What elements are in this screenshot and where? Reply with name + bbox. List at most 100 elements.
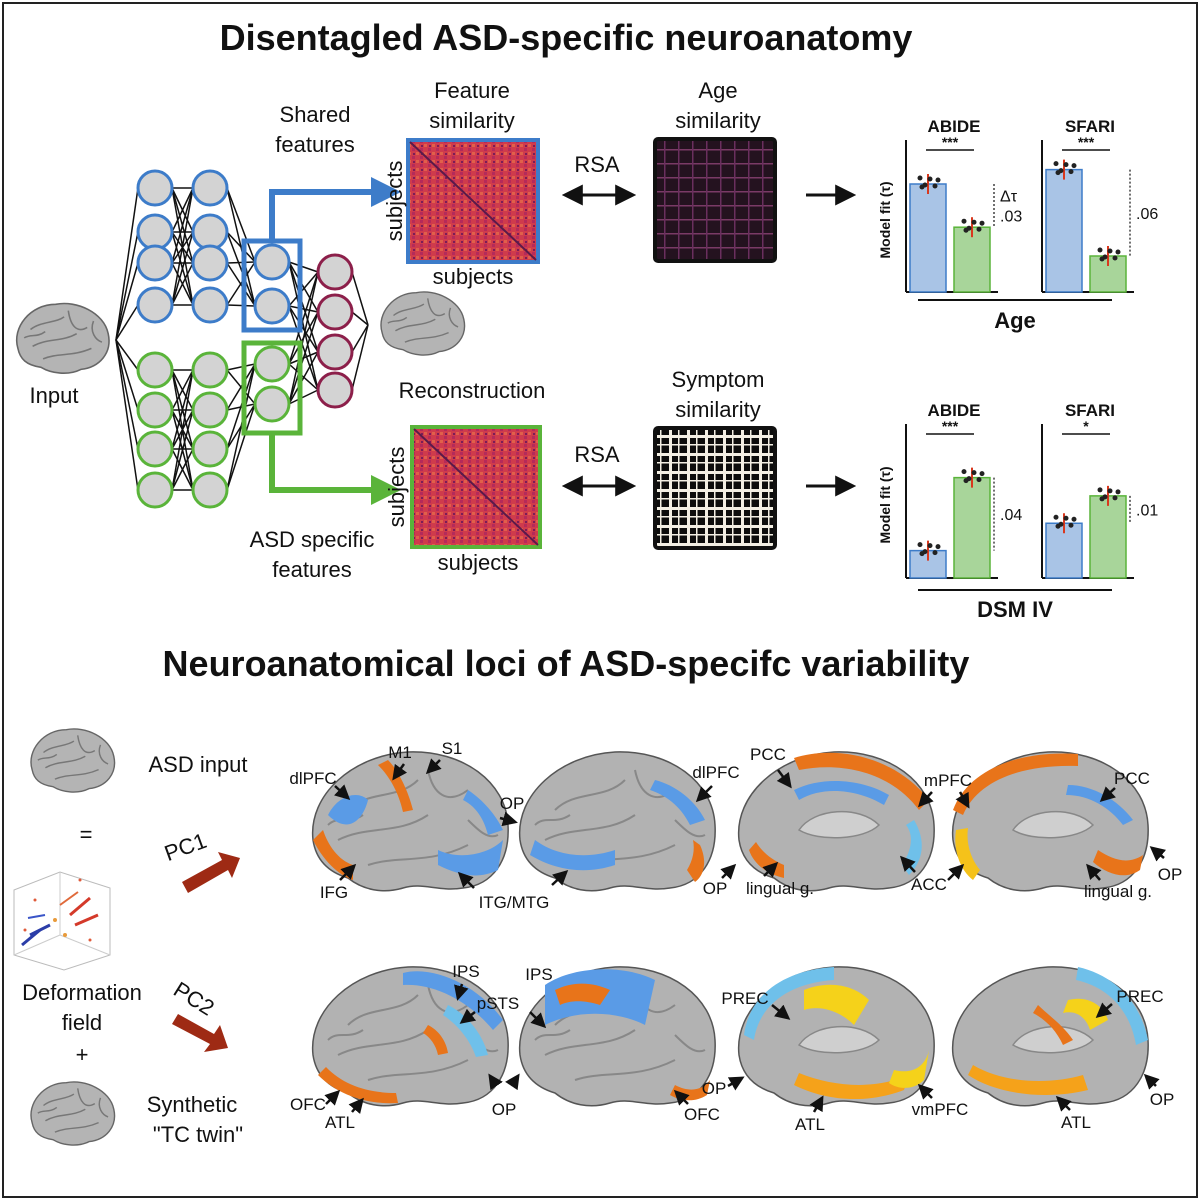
chart-y-label: Model fit (τ) [877,466,893,543]
chart-data-point [935,177,941,183]
chart-bar [953,226,991,293]
specific-latent-node [253,345,291,383]
chart-data-point [961,218,967,224]
network-edge [115,339,139,491]
network-edge [351,271,369,326]
specific-matrix-xlabel: subjects [438,550,519,575]
chart-data-point [919,551,925,557]
pc1-label-op-right: OP [1158,865,1183,884]
equals-sign: = [80,822,93,847]
chart-delta-symbol: Δτ [1000,189,1018,206]
chart-data-point [1071,516,1077,522]
pc2-left-lateral-brain [311,965,510,1107]
decoder-node [316,371,354,409]
bottom-title: Neuroanatomical loci of ASD-specifc vari… [163,643,970,684]
pc2-label-vmpfc: vmPFC [912,1100,969,1119]
network-edge [226,261,256,264]
pc1-label-dlpfc-right: dlPFC [692,763,739,782]
shared-matrix-diagonal [409,141,537,261]
pc1-label-lingual-left: lingual g. [746,879,814,898]
chart-data-point [1099,496,1105,502]
network-edge [351,324,369,391]
rsa-label-bottom: RSA [574,442,620,467]
specific-matrix-diagonal [413,428,539,546]
deformation-field-icon [13,871,111,971]
chart-data-point [1068,522,1074,528]
chart-significance-stars: *** [942,418,959,434]
chart-delta-value: .03 [1000,209,1022,226]
specific-encoder-node [191,471,229,509]
chart-delta-value: .04 [1000,507,1022,524]
chart-data-point [1053,161,1059,167]
chart-data-point [1063,515,1069,521]
chart-bar [953,476,991,579]
chart-title: ABIDE [928,117,981,136]
age-similarity-matrix [653,137,777,263]
network-edge [288,261,319,313]
chart-data-point [1099,256,1105,262]
chart-data-point [927,176,933,182]
network-edge [288,389,319,405]
chart-title: SFARI [1065,117,1115,136]
shared-encoder-node [191,213,229,251]
chart-data-point [1097,247,1103,253]
pc1-label-op-lateral: OP [500,794,525,813]
pc2-region-labels: IPS pSTS IPS OFC ATL OP OFC PREC OP ATL … [290,962,1174,1134]
network-nodes [136,169,354,509]
decoder-node [316,293,354,331]
chart-data-point [932,550,938,556]
network-edge [226,363,256,411]
shared-encoder-node [136,213,174,251]
chart-data-point [971,219,977,225]
network-edge [171,369,194,450]
network-edge [288,305,319,391]
chart-data-point [935,544,941,550]
network-edge [115,339,139,371]
network-edge [226,363,256,491]
shared-encoder-node [136,244,174,282]
chart-data-point [1107,488,1113,494]
chart-title: ABIDE [928,401,981,420]
network-edge [115,262,139,341]
network-edge [171,409,194,491]
feature-sim-label-line2: similarity [429,108,515,133]
chart-data-point [1068,169,1074,175]
specific-encoder-node [136,430,174,468]
shared-matrix-ylabel: subjects [382,161,407,242]
network-edge [171,369,194,411]
chart-data-point [1055,170,1061,176]
pc1-label-ifg: IFG [320,883,348,902]
pc2-left-medial-brain [737,966,935,1107]
chart-data-point [917,175,923,181]
pc1-label-lingual-right: lingual g. [1084,882,1152,901]
symptom-sim-label-line1: Symptom [672,367,765,392]
chart-panel: SFARI***.06 [1041,117,1158,293]
pc1-label-mpfc: mPFC [924,771,972,790]
network-edge [351,311,369,326]
pc1-label-pcc-left: PCC [750,745,786,764]
pc2-label-op-right: OP [1150,1090,1175,1109]
network-edge [288,305,319,313]
asd-input-label: ASD input [148,752,247,777]
decoder-node [316,333,354,371]
chart-significance-stars: * [1083,418,1089,434]
pc2-label-atl-left: ATL [325,1113,355,1132]
pc1-left-medial-brain [737,751,935,892]
chart-data-point [963,478,969,484]
pc2-label-ips-right: IPS [525,965,552,984]
chart-panel: ABIDE Model fit (τ) *** .04 [877,401,1022,579]
pc1-label-op-medial: OP [703,879,728,898]
chart-data-point [1112,495,1118,501]
chart-bar [1045,522,1083,579]
chart-significance-stars: *** [942,134,959,150]
network-edge [288,311,319,405]
chart-data-point [1115,249,1121,255]
pc2-label-ofc-left: OFC [290,1095,326,1114]
shared-encoder-node [136,286,174,324]
chart-data-point [1055,523,1061,529]
pc2-label-prec-left: PREC [721,989,768,1008]
specific-encoder-node [136,351,174,389]
shared-encoder-node [191,286,229,324]
network-edge [226,231,256,307]
